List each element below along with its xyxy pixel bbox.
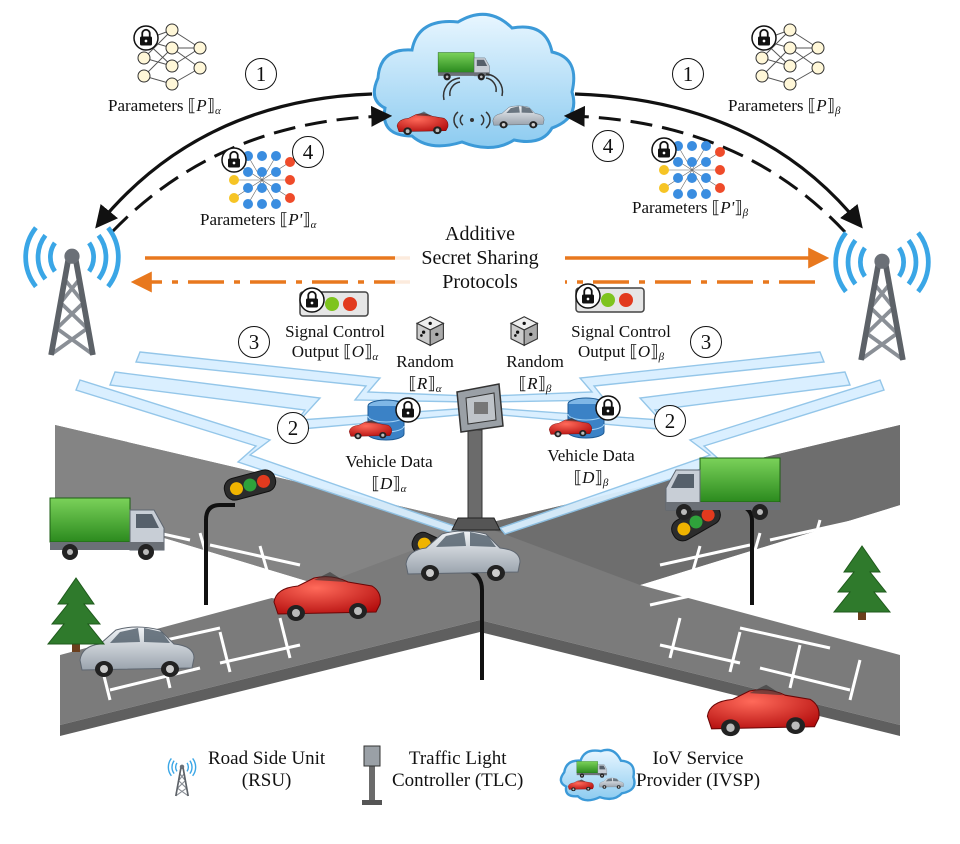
lock-mid-right-icon bbox=[652, 138, 676, 162]
label-secret-sharing: Additive Secret Sharing Protocols bbox=[395, 222, 565, 294]
signal-left-symbol: O bbox=[351, 342, 364, 361]
signal-right-symbol: O bbox=[637, 342, 651, 361]
params-top-left-symbol: P bbox=[196, 96, 207, 115]
params-top-right-prefix: Parameters bbox=[728, 96, 808, 115]
label-vehicle-data-left: Vehicle Data ⟦D⟧α bbox=[330, 452, 448, 499]
legend-rsu-icon bbox=[167, 757, 197, 797]
legend-ivsp-line1: IoV Service bbox=[652, 748, 744, 769]
random-left-symbol: R bbox=[416, 374, 428, 393]
random-left-label: Random bbox=[396, 352, 454, 371]
params-top-left-prefix: Parameters bbox=[108, 96, 188, 115]
lock-top-right-icon bbox=[752, 26, 776, 50]
label-params-mid-left: Parameters ⟦P'⟧α bbox=[200, 210, 317, 231]
params-mid-right-prefix: Parameters bbox=[632, 198, 712, 217]
parameter-arrows bbox=[95, 92, 863, 234]
random-right-label: Random bbox=[506, 352, 564, 371]
label-params-mid-right: Parameters ⟦P'⟧β bbox=[632, 198, 749, 219]
random-right-symbol: R bbox=[527, 374, 538, 393]
params-mid-right-symbol: P' bbox=[720, 198, 735, 217]
params-mid-left-symbol: P' bbox=[288, 210, 303, 229]
params-mid-left-sub: α bbox=[310, 219, 317, 231]
lock-signal-right-icon bbox=[576, 284, 600, 308]
rsu-right-tower-icon bbox=[836, 233, 929, 360]
params-mid-right-sub: β bbox=[742, 207, 749, 219]
random-left-sub: α bbox=[435, 383, 442, 395]
label-random-right: Random ⟦R⟧β bbox=[496, 352, 574, 399]
lock-top-left-icon bbox=[134, 26, 158, 50]
label-params-top-right: Parameters ⟦P⟧β bbox=[728, 96, 841, 117]
step-4-right: 4 bbox=[592, 130, 624, 162]
signal-left-prefix: Output bbox=[291, 342, 344, 361]
step-2-left: 2 bbox=[277, 412, 309, 444]
lock-mid-left-icon bbox=[222, 148, 246, 172]
traffic-light-left-icon bbox=[204, 467, 279, 605]
legend-tlc-line1: Traffic Light bbox=[408, 748, 507, 769]
legend-ivsp-cloud-icon bbox=[559, 748, 636, 802]
random-right-sub: β bbox=[545, 383, 552, 395]
params-top-right-symbol: P bbox=[816, 96, 827, 115]
legend-ivsp-line2: Provider (IVSP) bbox=[636, 770, 761, 791]
signal-right-prefix: Output bbox=[577, 342, 630, 361]
lock-signal-left-icon bbox=[300, 288, 324, 312]
step-1-right: 1 bbox=[672, 58, 704, 90]
vehicle-data-right-label: Vehicle Data bbox=[547, 446, 635, 465]
protocol-line3: Protocols bbox=[442, 271, 518, 293]
step-4-left: 4 bbox=[292, 136, 324, 168]
params-top-left-sub: α bbox=[215, 105, 221, 117]
label-random-left: Random ⟦R⟧α bbox=[386, 352, 464, 399]
label-vehicle-data-right: Vehicle Data ⟦D⟧β bbox=[532, 446, 650, 493]
label-params-top-left: Parameters ⟦P⟧α bbox=[108, 96, 221, 117]
tree-right-icon bbox=[833, 545, 891, 621]
signal-right-sub: β bbox=[658, 351, 665, 363]
protocol-line2: Secret Sharing bbox=[421, 247, 539, 269]
secret-sharing-arrows bbox=[135, 258, 825, 282]
tree-left-icon bbox=[47, 577, 105, 653]
legend-ivsp: IoV Service Provider (IVSP) bbox=[636, 748, 760, 792]
dice-right-icon bbox=[510, 316, 538, 346]
legend-rsu-line1: Road Side Unit bbox=[208, 748, 326, 769]
step-3-right: 3 bbox=[690, 326, 722, 358]
signal-left-line1: Signal Control bbox=[285, 322, 385, 341]
step-1-left: 1 bbox=[245, 58, 277, 90]
label-signal-right: Signal Control Output ⟦O⟧β bbox=[556, 322, 686, 367]
step-3-left: 3 bbox=[238, 326, 270, 358]
params-mid-left-prefix: Parameters bbox=[200, 210, 280, 229]
vehicle-data-left-label: Vehicle Data bbox=[345, 452, 433, 471]
vehicle-data-left-sub: α bbox=[400, 483, 407, 495]
vehicle-data-right-sub: β bbox=[602, 477, 609, 489]
vehicle-data-right-symbol: D bbox=[582, 468, 595, 487]
legend-rsu-line2: (RSU) bbox=[241, 770, 292, 791]
legend-rsu: Road Side Unit (RSU) bbox=[208, 748, 325, 792]
legend-tlc-icon bbox=[362, 745, 382, 805]
ivsp-cloud-icon bbox=[372, 12, 576, 149]
legend-tlc-line2: Controller (TLC) bbox=[392, 770, 524, 791]
signal-right-line1: Signal Control bbox=[571, 322, 671, 341]
signal-left-sub: α bbox=[372, 351, 379, 363]
vehicle-data-left-symbol: D bbox=[379, 474, 393, 493]
params-top-right-sub: β bbox=[835, 105, 841, 117]
dice-left-icon bbox=[416, 316, 444, 346]
step-2-right: 2 bbox=[654, 405, 686, 437]
tlc-controller-icon bbox=[451, 383, 504, 531]
legend-tlc: Traffic Light Controller (TLC) bbox=[392, 748, 523, 792]
protocol-line1: Additive bbox=[445, 223, 515, 245]
rsu-left-tower-icon bbox=[26, 228, 119, 355]
label-signal-left: Signal Control Output ⟦O⟧α bbox=[270, 322, 400, 367]
